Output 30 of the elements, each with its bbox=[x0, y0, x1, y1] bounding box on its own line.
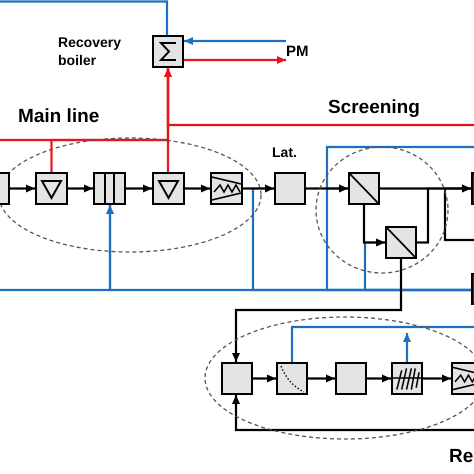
arrow bbox=[444, 184, 474, 242]
arrow bbox=[367, 374, 391, 382]
unit-caption: Recovery boiler bbox=[58, 33, 122, 69]
arrow bbox=[232, 259, 402, 362]
arrow bbox=[10, 184, 35, 192]
process-unit-box bbox=[335, 362, 367, 395]
process-unit-box bbox=[274, 172, 306, 205]
connector-line bbox=[290, 326, 474, 362]
section-title: Screening bbox=[328, 97, 420, 119]
arrow bbox=[423, 374, 451, 382]
arrow bbox=[164, 68, 474, 126]
arrow bbox=[184, 37, 286, 45]
arrow bbox=[184, 56, 286, 64]
section-title: Re bbox=[449, 446, 474, 468]
arrow bbox=[253, 374, 276, 382]
section-title: Main line bbox=[18, 106, 100, 128]
connector-line bbox=[0, 0, 168, 35]
arrow bbox=[185, 184, 210, 192]
arrow bbox=[232, 395, 474, 432]
arrow bbox=[243, 184, 274, 192]
arrow bbox=[308, 374, 335, 382]
arrow bbox=[403, 333, 411, 362]
unit-caption: Lat. bbox=[272, 143, 298, 161]
arrow bbox=[306, 184, 348, 192]
process-unit-box bbox=[221, 362, 253, 395]
destination-label: PM bbox=[286, 38, 322, 64]
arrow bbox=[362, 205, 385, 246]
arrow bbox=[0, 205, 114, 292]
arrow bbox=[126, 184, 152, 192]
arrow bbox=[68, 184, 93, 192]
